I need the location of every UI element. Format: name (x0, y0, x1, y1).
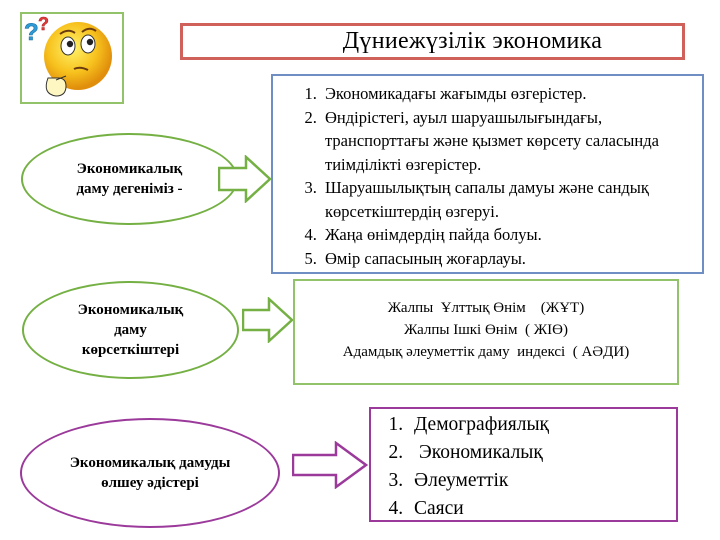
methods-list: Демографиялық Экономикалық Әлеуметтік Са… (371, 411, 676, 523)
svg-text:?: ? (24, 19, 39, 46)
oval-2-line-3: көрсеткіштері (81, 342, 180, 358)
method-item-1: Демографиялық (408, 411, 676, 439)
indicators-box: Жалпы Ұлттық Өнім (ЖҰТ) Жалпы Ішкі Өнім … (293, 279, 679, 385)
question-marks-icon: ? ? (24, 14, 50, 47)
title-banner: Дүниежүзілік экономика (180, 23, 685, 60)
economic-indicators-oval: Экономикалық даму көрсеткіштері (22, 281, 239, 379)
methods-list-box: Демографиялық Экономикалық Әлеуметтік Са… (369, 407, 678, 522)
right-arrow-icon (242, 297, 294, 343)
right-arrow-icon (218, 155, 272, 203)
economic-development-definition-oval: Экономикалық даму дегеніміз - (21, 133, 238, 225)
indicator-gnp: Жалпы Ұлттық Өнім (ЖҰТ) (387, 300, 585, 316)
oval-2-line-2: даму (114, 322, 147, 338)
oval-2-line-1: Экономикалық (77, 302, 184, 318)
definition-item-4: Жаңа өнімдердің пайда болуы. (321, 223, 696, 247)
oval-3-line-2: өлшеу әдістері (101, 475, 199, 491)
svg-text:?: ? (38, 14, 49, 34)
definition-list-box: Экономикадағы жағымды өзгерістер. Өндірі… (271, 74, 704, 274)
definition-list: Экономикадағы жағымды өзгерістер. Өндірі… (279, 82, 696, 270)
indicator-gdp: Жалпы Ішкі Өнім ( ЖІӨ) (404, 322, 568, 338)
method-item-3: Әлеуметтік (408, 467, 676, 495)
measurement-methods-oval: Экономикалық дамуды өлшеу әдістері (20, 418, 280, 528)
oval-1-line-2: даму дегеніміз - (76, 181, 183, 197)
definition-item-5: Өмір сапасының жоғарлауы. (321, 247, 696, 271)
definition-item-2: Өндірістегі, ауыл шаруашылығындағы, тран… (321, 106, 696, 177)
oval-3-line-1: Экономикалық дамуды (69, 455, 231, 471)
thinking-smiley-icon: ? ? (24, 14, 112, 97)
page-title: Дүниежүзілік экономика (342, 28, 603, 54)
definition-item-1: Экономикадағы жағымды өзгерістер. (321, 82, 696, 106)
method-item-2: Экономикалық (408, 439, 676, 467)
method-item-4: Саяси (408, 495, 676, 523)
indicator-hdi: Адамдық әлеуметтік даму индексі ( АӘДИ) (342, 344, 630, 360)
definition-item-3: Шаруашылықтың сапалы дамуы және сандық к… (321, 176, 696, 223)
oval-1-line-1: Экономикалық (76, 161, 183, 177)
thinking-smiley-logo: ? ? (20, 12, 124, 104)
right-arrow-icon (292, 441, 368, 489)
